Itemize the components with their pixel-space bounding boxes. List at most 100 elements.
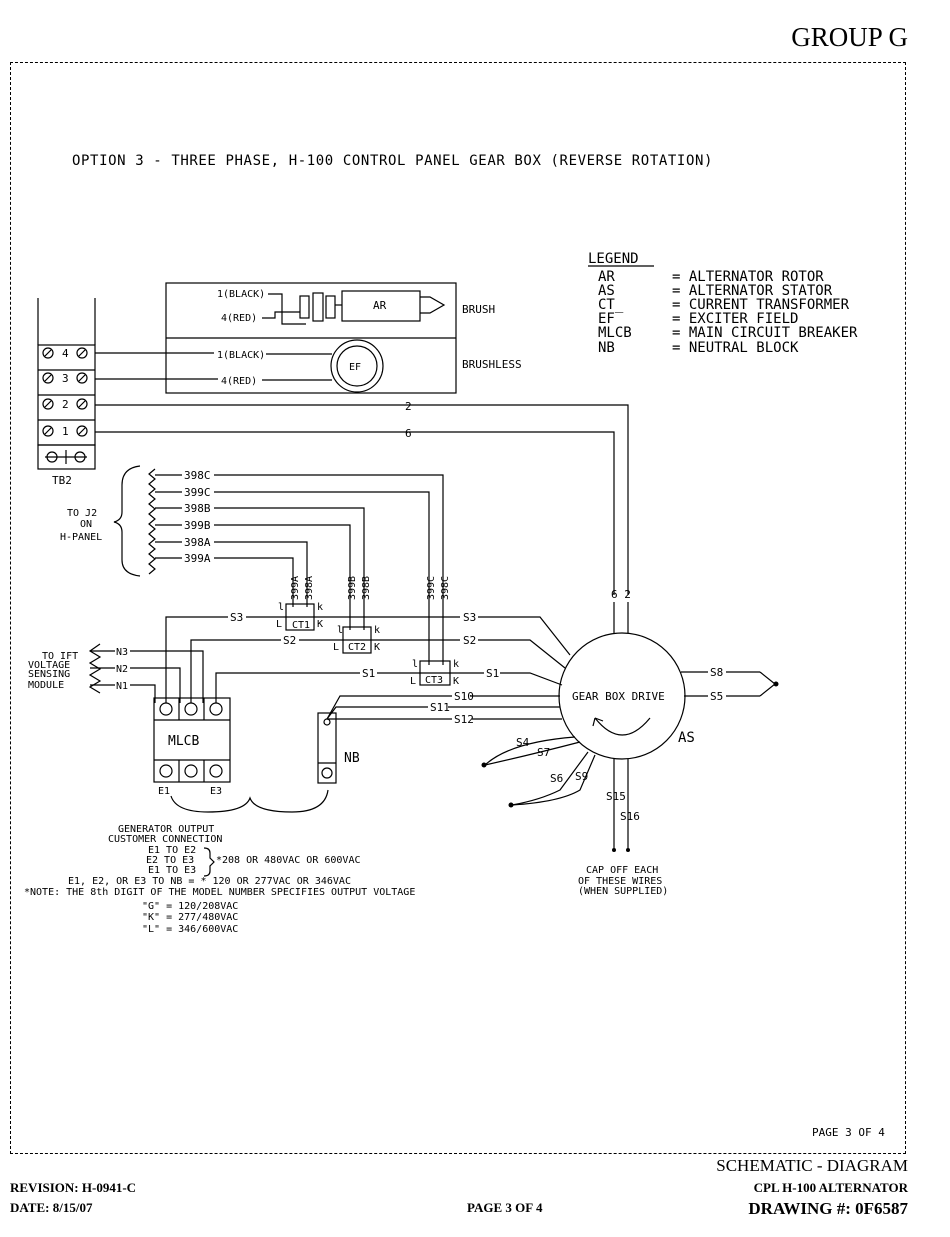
lead-s6: S6 [550, 772, 563, 785]
ift-sense-lines: TO IFT VOLTAGE SENSING MODULE N3 N2 N1 [28, 643, 204, 703]
footer-product: CPL H-100 ALTERNATOR [753, 1180, 908, 1195]
ef-exciter-field [330, 339, 384, 393]
ct1-label: CT1 [292, 620, 310, 631]
cap-note-1: CAP OFF EACH [586, 865, 658, 876]
mlcb-breaker: MLCB E1 E3 [153, 697, 329, 813]
rotor-exciter-box: BRUSH BRUSHLESS 1(BLACK) 4(RED) AR 1(BLA… [95, 282, 522, 394]
lead-s10: S10 [454, 690, 474, 703]
legend: LEGEND AR = ALTERNATOR ROTOR AS = ALTERN… [588, 251, 858, 356]
lead-s1-right: S1 [486, 667, 499, 680]
svg-text:L: L [276, 619, 282, 630]
svg-text:l: l [278, 602, 284, 613]
tb2-terminal-3: 3 [62, 372, 69, 385]
j2-note-3: H-PANEL [60, 532, 102, 543]
lead-s1: S1 [362, 667, 375, 680]
output-note: "L" = 346/600VAC [142, 924, 238, 935]
svg-text:K: K [374, 642, 380, 653]
brush-wire-1: 1(BLACK) [217, 289, 265, 300]
j2-line-398a: 398A [184, 536, 211, 549]
ift-note-1: TO IFT [42, 651, 78, 662]
output-note: E1 TO E2 [148, 845, 196, 856]
tb2-terminal-block: 4 3 2 1 TB2 [37, 298, 96, 487]
output-note: E2 TO E3 [146, 855, 194, 866]
ift-line-n3: N3 [116, 647, 128, 658]
ift-note-3: SENSING [28, 669, 70, 680]
footer-date: DATE: 8/15/07 [10, 1200, 93, 1215]
lead-s8: S8 [710, 666, 723, 679]
output-notes: GENERATOR OUTPUT CUSTOMER CONNECTION E1 … [24, 824, 415, 935]
ar-rotor [341, 290, 421, 322]
mlcb-e3: E3 [210, 786, 222, 797]
legend-abbr: EF [598, 311, 615, 327]
legend-abbr: CT_ [598, 297, 624, 313]
lead-s2-right: S2 [463, 634, 476, 647]
ct3-wire-b: 398C [440, 576, 451, 600]
ift-note-2: VOLTAGE [28, 660, 70, 671]
j2-line-399b: 399B [184, 519, 211, 532]
alternator-stator: GEAR BOX DRIVE AS S8 S5 S4 S7 S6 S9 S15 … [481, 632, 779, 897]
wire-6-label: 6 [405, 427, 412, 440]
brushless-wire-4: 4(RED) [221, 376, 257, 387]
ct2-label: CT2 [348, 642, 366, 653]
lead-s9: S9 [575, 770, 588, 783]
legend-abbr: MLCB [598, 325, 632, 341]
gear-box-drive-label: GEAR BOX DRIVE [572, 690, 665, 703]
svg-text:k: k [453, 659, 459, 670]
brushless-wire-1: 1(BLACK) [217, 350, 265, 361]
output-note: E1, E2, OR E3 TO NB = * 120 OR 277VAC OR… [68, 876, 351, 887]
legend-desc: = NEUTRAL BLOCK [672, 340, 799, 356]
ct1-wire-b: 398A [304, 576, 315, 600]
ct2-wire-a: 399B [347, 576, 358, 600]
legend-heading: LEGEND [588, 251, 639, 267]
j2-sense-lines: TO J2 ON H-PANEL 398C 399C 398B 399B 398… [60, 465, 451, 665]
j2-line-398b: 398B [184, 502, 211, 515]
legend-desc: = ALTERNATOR ROTOR [672, 269, 824, 285]
svg-text:L: L [333, 642, 339, 653]
footer-page: PAGE 3 OF 4 [467, 1200, 543, 1215]
output-note: GENERATOR OUTPUT [118, 824, 214, 835]
svg-text:l: l [412, 659, 418, 670]
svg-text:l: l [337, 625, 343, 636]
ct3-label: CT3 [425, 675, 443, 686]
brushless-label: BRUSHLESS [462, 358, 522, 371]
drawing-frame [10, 62, 906, 1154]
ct1-wire-a: 399A [290, 576, 301, 600]
stator-top-label: 6 2 [611, 588, 631, 601]
lead-s3: S3 [230, 611, 243, 624]
lead-s5: S5 [710, 690, 723, 703]
nb-label: NB [344, 751, 360, 766]
wire-2-label: 2 [405, 400, 412, 413]
cap-note-2: OF THESE WIRES [578, 876, 662, 887]
output-note: E1 TO E3 [148, 865, 196, 876]
output-note: CUSTOMER CONNECTION [108, 834, 222, 845]
lead-s3-right: S3 [463, 611, 476, 624]
page-marker: PAGE 3 OF 4 [812, 1126, 885, 1139]
ift-note-4: MODULE [28, 680, 64, 691]
j2-line-398c: 398C [184, 469, 211, 482]
j2-note-1: TO J2 [67, 508, 97, 519]
legend-abbr: AR [598, 269, 615, 285]
nb-neutral-block: NB S10 S11 S12 [317, 690, 562, 784]
tb2-label: TB2 [52, 474, 72, 487]
output-note: "G" = 120/208VAC [142, 901, 238, 912]
mlcb-e1: E1 [158, 786, 170, 797]
svg-text:k: k [374, 625, 380, 636]
j2-line-399c: 399C [184, 486, 211, 499]
as-label: AS [678, 730, 695, 746]
wires-2-6: 2 6 6 2 [95, 400, 631, 633]
legend-desc: = CURRENT TRANSFORMER [672, 297, 850, 313]
ct2-wire-b: 398B [361, 576, 372, 600]
group-label: GROUP G [791, 22, 908, 52]
ct3-wire-a: 399C [426, 576, 437, 600]
lead-s11: S11 [430, 701, 450, 714]
legend-abbr: NB [598, 340, 615, 356]
svg-text:L: L [410, 676, 416, 687]
ef-label: EF [349, 362, 361, 373]
footer-schematic: SCHEMATIC - DIAGRAM [716, 1156, 908, 1175]
legend-desc: = ALTERNATOR STATOR [672, 283, 833, 299]
footer-drawing-number: DRAWING #: 0F6587 [748, 1199, 908, 1218]
tb2-terminal-2: 2 [62, 398, 69, 411]
svg-text:K: K [453, 676, 459, 687]
legend-desc: = MAIN CIRCUIT BREAKER [672, 325, 858, 341]
